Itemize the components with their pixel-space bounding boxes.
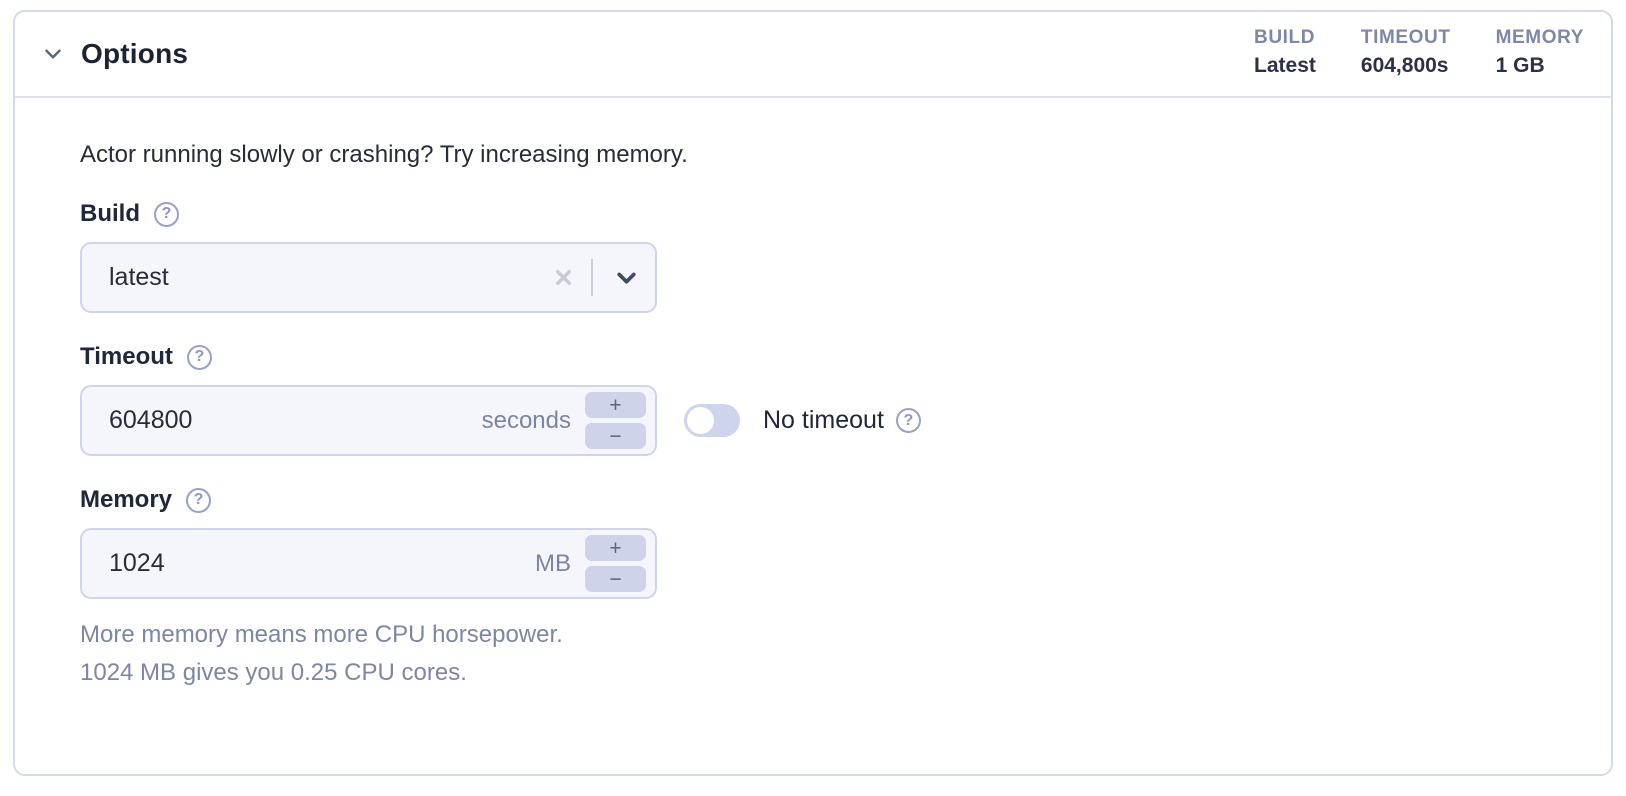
timeout-input[interactable] bbox=[109, 406, 482, 435]
memory-input[interactable] bbox=[109, 549, 535, 578]
build-input[interactable] bbox=[109, 263, 548, 292]
minus-icon: − bbox=[609, 424, 622, 448]
plus-icon: + bbox=[609, 393, 622, 417]
no-timeout-toggle[interactable] bbox=[684, 404, 740, 437]
build-dropdown-button[interactable] bbox=[606, 258, 646, 298]
stat-build: BUILD Latest bbox=[1254, 27, 1316, 81]
timeout-stepper: + − bbox=[585, 392, 646, 449]
clear-build-button[interactable] bbox=[548, 263, 578, 293]
options-panel-body: Actor running slowly or crashing? Try in… bbox=[15, 98, 1611, 693]
memory-help-line1: More memory means more CPU horsepower. bbox=[80, 621, 563, 648]
stat-memory: MEMORY 1 GB bbox=[1496, 27, 1584, 81]
plus-icon: + bbox=[609, 536, 622, 560]
memory-label-row: Memory ? bbox=[80, 486, 1571, 514]
build-combobox bbox=[80, 242, 657, 313]
memory-decrement-button[interactable]: − bbox=[585, 566, 646, 592]
combobox-divider bbox=[591, 259, 593, 296]
stat-build-value: Latest bbox=[1254, 53, 1316, 77]
chevron-down-icon bbox=[612, 263, 641, 292]
header-left: Options bbox=[40, 38, 188, 70]
minus-icon: − bbox=[609, 567, 622, 591]
header-stats: BUILD Latest TIMEOUT 604,800s MEMORY 1 G… bbox=[1254, 27, 1584, 81]
timeout-label-row: Timeout ? bbox=[80, 343, 1571, 371]
timeout-label: Timeout bbox=[80, 343, 173, 370]
options-panel: Options BUILD Latest TIMEOUT 604,800s ME… bbox=[13, 10, 1613, 776]
memory-unit: MB bbox=[535, 549, 571, 577]
memory-label: Memory bbox=[80, 486, 173, 513]
build-label-row: Build ? bbox=[80, 200, 1571, 228]
no-timeout-help-icon[interactable]: ? bbox=[895, 408, 921, 433]
stat-timeout: TIMEOUT 604,800s bbox=[1361, 27, 1451, 81]
timeout-help-icon[interactable]: ? bbox=[186, 344, 212, 370]
page-title: Options bbox=[81, 38, 189, 69]
build-label: Build bbox=[80, 200, 140, 227]
stat-memory-label: MEMORY bbox=[1495, 26, 1584, 48]
collapse-section-button[interactable] bbox=[40, 41, 66, 67]
intro-text: Actor running slowly or crashing? Try in… bbox=[80, 141, 688, 168]
options-panel-header: Options BUILD Latest TIMEOUT 604,800s ME… bbox=[15, 12, 1611, 98]
stat-timeout-value: 604,800s bbox=[1360, 53, 1449, 77]
stat-timeout-label: TIMEOUT bbox=[1360, 26, 1451, 48]
memory-increment-button[interactable]: + bbox=[585, 535, 646, 561]
no-timeout-label[interactable]: No timeout bbox=[763, 406, 884, 434]
stat-build-label: BUILD bbox=[1254, 26, 1316, 48]
timeout-row: seconds + − No timeout ? bbox=[80, 371, 1571, 456]
memory-stepper: + − bbox=[585, 535, 646, 592]
memory-field: MB + − bbox=[80, 528, 657, 599]
chevron-down-icon bbox=[40, 41, 66, 67]
close-icon bbox=[552, 266, 575, 289]
timeout-field: seconds + − bbox=[80, 385, 657, 456]
stat-memory-value: 1 GB bbox=[1495, 53, 1545, 77]
memory-help-text: More memory means more CPU horsepower. 1… bbox=[80, 616, 1571, 693]
memory-help-icon[interactable]: ? bbox=[186, 487, 212, 513]
toggle-knob bbox=[687, 407, 714, 434]
timeout-decrement-button[interactable]: − bbox=[585, 423, 646, 449]
build-help-icon[interactable]: ? bbox=[154, 201, 179, 227]
memory-help-line2: 1024 MB gives you 0.25 CPU cores. bbox=[80, 659, 467, 687]
timeout-increment-button[interactable]: + bbox=[585, 392, 646, 418]
timeout-unit: seconds bbox=[481, 406, 571, 434]
